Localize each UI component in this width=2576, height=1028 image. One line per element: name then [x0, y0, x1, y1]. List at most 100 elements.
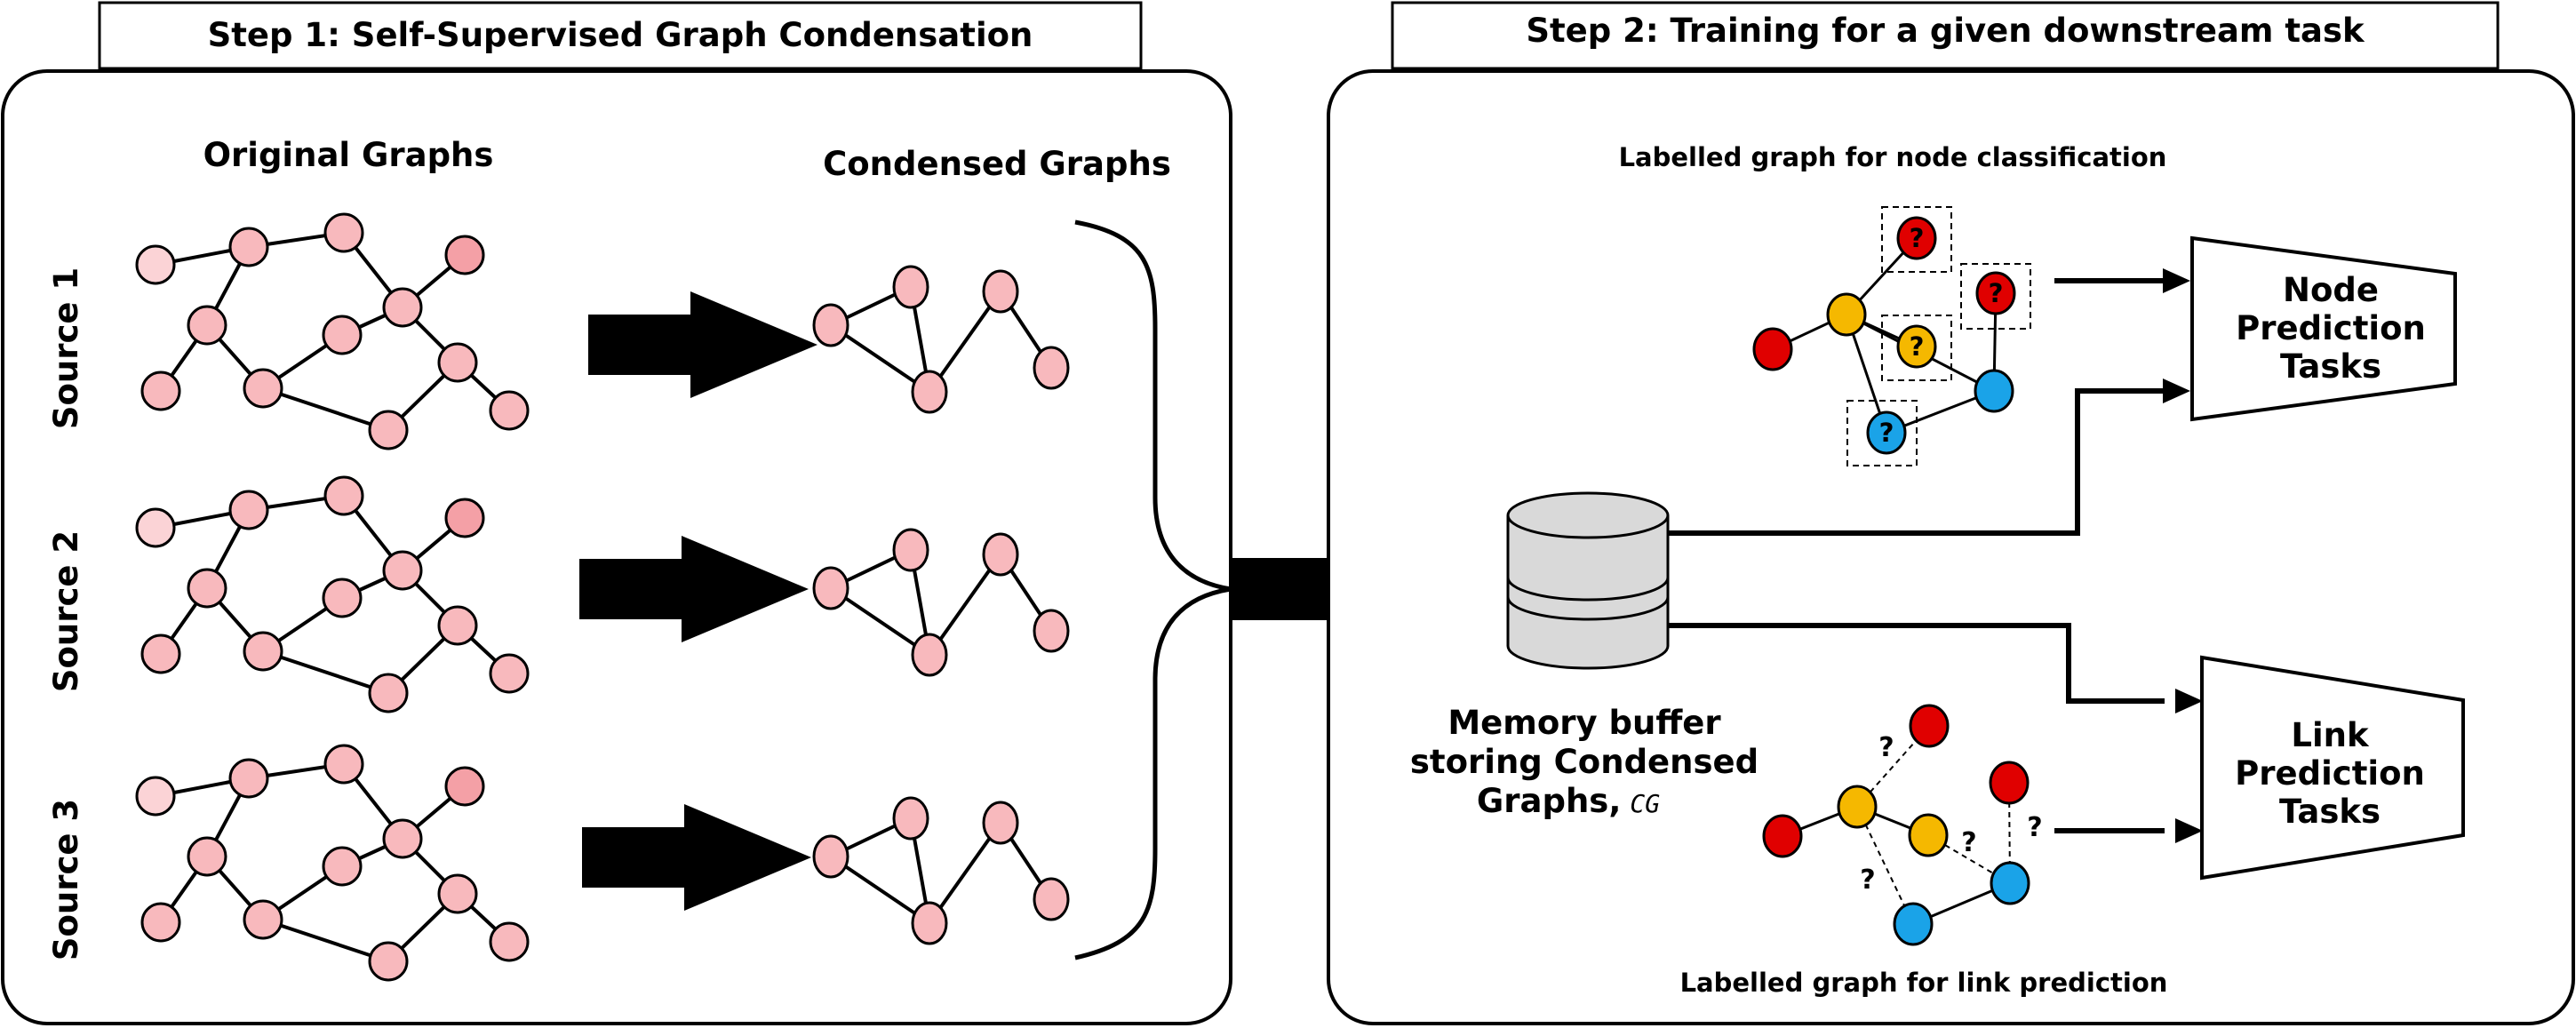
source-arrows [579, 291, 817, 911]
graph-node [382, 818, 423, 859]
graph-node [322, 578, 363, 618]
original-graphs-label: Original Graphs [203, 136, 494, 174]
graph-node [135, 776, 176, 817]
unknown-label-box [1846, 400, 1918, 466]
graph-node [187, 305, 227, 346]
graph-node [323, 212, 364, 253]
graph-node [187, 568, 227, 609]
condensed-node [911, 633, 948, 677]
red-node [1762, 814, 1803, 858]
yellow-node [1908, 813, 1949, 857]
condensed-node [812, 834, 849, 879]
source-arrow [579, 536, 809, 642]
cg-symbol: CG [1630, 789, 1660, 818]
unknown-label-box [1881, 206, 1952, 273]
condensed-node [982, 801, 1019, 845]
unknown-label-box [1881, 315, 1952, 381]
candidate-link-edge [1856, 806, 1914, 925]
graph-node [489, 390, 530, 431]
memory-buffer-label-line1: Memory buffer [1448, 704, 1721, 742]
link-prediction-task-block [2200, 655, 2465, 881]
red-node [1989, 761, 2030, 805]
memory-buffer-database-icon [1506, 491, 1670, 670]
graph-node [135, 244, 176, 285]
condensed-edge [928, 290, 1002, 394]
graph-node [323, 475, 364, 516]
node-task-line1: Node [2283, 271, 2379, 309]
graph-node [140, 902, 181, 943]
graph-node [243, 631, 283, 672]
yellow-node [1837, 785, 1878, 829]
link-prediction-caption: Labelled graph for link prediction [1680, 968, 2168, 998]
source-2-label: Source 2 [47, 530, 85, 692]
condensed-node [892, 265, 929, 309]
graph-node [444, 235, 485, 275]
condensed-node [1033, 877, 1070, 921]
link-graph-arrowhead [2175, 818, 2203, 843]
memory-buffer-label-line3: Graphs,CG [1477, 782, 1660, 820]
node-classification-graph: ???? [1752, 206, 2031, 466]
graph-node [228, 758, 269, 799]
condensed-edge [829, 586, 931, 657]
condensed-edge [829, 855, 931, 925]
link-task-line2: Prediction [2235, 754, 2425, 793]
blue-node [1990, 861, 2030, 905]
db-to-node-task-line [1668, 388, 2165, 536]
node-task-line2: Prediction [2236, 309, 2426, 347]
step1-title-box [98, 1, 1143, 70]
graph-node [444, 766, 485, 807]
yellow-node [1826, 292, 1867, 337]
source-1-label: Source 1 [47, 267, 85, 429]
graph-node [437, 605, 478, 646]
graph-node [322, 315, 363, 355]
unknown-link-mark: ? [1961, 827, 1976, 858]
condensed-node [982, 532, 1019, 577]
red-node [1752, 327, 1793, 371]
link-prediction-graph: ???? [1762, 704, 2043, 946]
condensed-edge [928, 553, 1002, 657]
condensed-node [892, 528, 929, 572]
source-3-label: Source 3 [47, 799, 85, 960]
db-to-link-task-line [1668, 623, 2165, 704]
step1-title: Step 1: Self-Supervised Graph Condensati… [208, 16, 1033, 54]
unknown-label-mark: ? [1910, 331, 1925, 362]
graph-node [382, 287, 423, 328]
condensed-graphs-label: Condensed Graphs [823, 145, 1171, 183]
blue-node [1893, 902, 1934, 946]
step2-panel: Step 2: Training for a given downstream … [1327, 1, 2575, 1025]
condensed-graphs [812, 265, 1070, 945]
step1-panel: Step 1: Self-Supervised Graph Condensati… [1, 1, 1232, 1025]
condensed-node [982, 269, 1019, 314]
condensed-node [911, 370, 948, 414]
condensed-node [1033, 346, 1070, 390]
graph-node [243, 368, 283, 409]
graph-node [140, 634, 181, 674]
node-graph-arrowhead [2163, 268, 2190, 293]
graph-edge [262, 386, 389, 432]
graph-node [228, 227, 269, 267]
graph-edge [262, 649, 389, 695]
unknown-label-mark: ? [1879, 418, 1894, 448]
candidate-link-edge [2008, 782, 2011, 884]
graph-node [135, 507, 176, 548]
graph-node [187, 836, 227, 877]
node-prediction-task-block [2190, 235, 2457, 422]
graph-node [140, 371, 181, 411]
red-node [1909, 704, 1950, 748]
unknown-link-mark: ? [1878, 732, 1894, 763]
step2-title: Step 2: Training for a given downstream … [1526, 12, 2365, 50]
graph-node [437, 873, 478, 914]
graph-node [368, 410, 409, 450]
graph-node [437, 342, 478, 383]
db-node-arrowhead [2163, 379, 2190, 403]
yellow-node [1896, 324, 1937, 369]
graph-node [368, 673, 409, 713]
blue-node [1866, 410, 1907, 455]
db-link-arrowhead [2175, 689, 2203, 713]
graph-node [444, 498, 485, 538]
node-classification-caption: Labelled graph for node classification [1619, 142, 2167, 172]
graph-node [489, 921, 530, 962]
condensed-node [812, 566, 849, 610]
source-arrow [588, 291, 817, 398]
